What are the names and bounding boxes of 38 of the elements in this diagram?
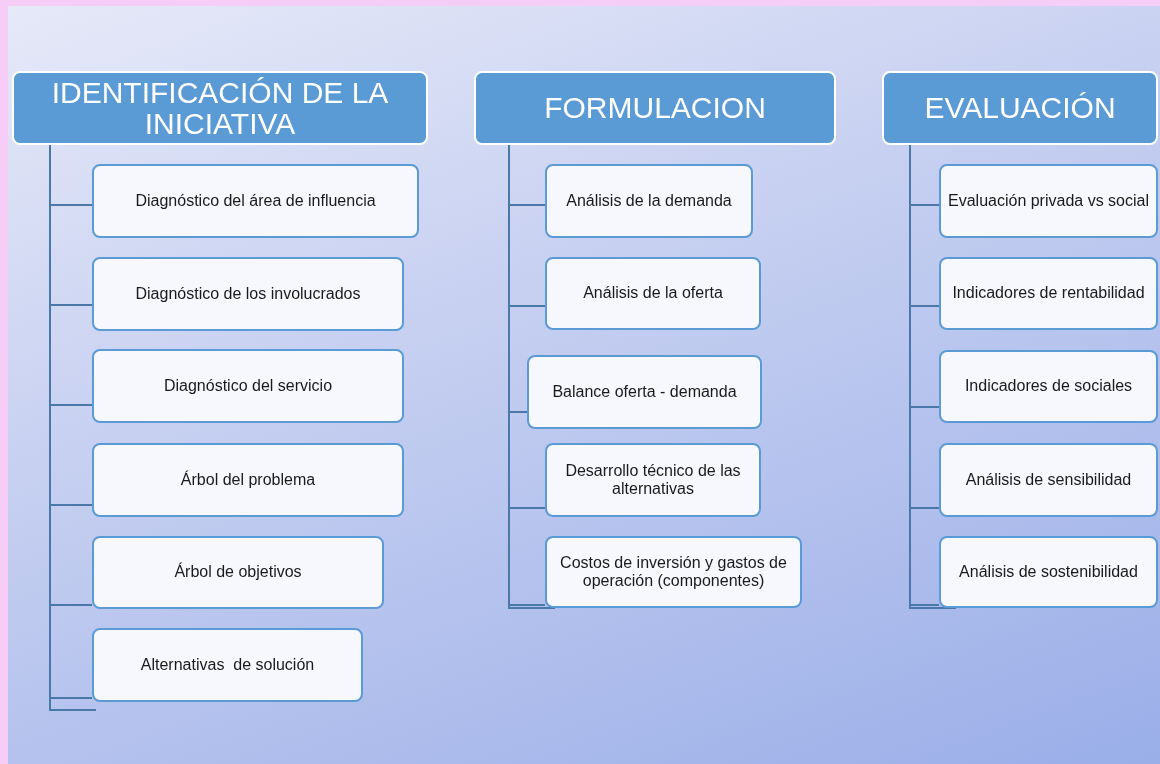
item-text: Alternativas de solución	[140, 655, 315, 675]
item-text: Balance oferta - demanda	[552, 382, 737, 402]
item-text: Costos de inversión y gastos de operación (componentes)	[559, 553, 788, 591]
phase-header	[474, 71, 836, 145]
item-box	[939, 164, 1158, 238]
item-box	[92, 257, 404, 331]
header-text: IDENTIFICACIÓN DE LA INICIATIVA	[50, 76, 390, 140]
item-box	[939, 257, 1158, 330]
header-text: EVALUACIÓN	[924, 92, 1116, 124]
item-text: Análisis de sostenibilidad	[959, 562, 1138, 582]
item-box	[939, 443, 1158, 517]
item-box	[545, 536, 802, 608]
item-box	[545, 257, 761, 330]
item-text: Análisis de sensibilidad	[965, 470, 1132, 490]
item-text: Diagnóstico de los involucrados	[135, 284, 361, 304]
item-text: Análisis de la oferta	[583, 284, 723, 303]
item-box	[545, 164, 753, 238]
item-text: Análisis de la demanda	[566, 191, 732, 211]
item-box	[545, 443, 761, 517]
phase-header	[12, 71, 428, 145]
item-text: Desarrollo técnico de las alternativas	[564, 461, 742, 499]
item-text: Indicadores de rentabilidad	[952, 284, 1145, 303]
item-text: Diagnóstico del área de influencia	[135, 191, 376, 211]
item-box	[92, 628, 363, 702]
item-box	[527, 355, 762, 429]
item-text: Diagnóstico del servicio	[163, 376, 333, 396]
item-text: Evaluación privada vs social	[948, 191, 1149, 211]
item-box	[92, 443, 404, 517]
item-text: Indicadores de sociales	[964, 377, 1133, 396]
header-text: FORMULACION	[544, 92, 766, 124]
item-box	[939, 350, 1158, 423]
item-box	[92, 536, 384, 609]
item-text: Árbol de objetivos	[174, 563, 302, 582]
item-text: Árbol del problema	[180, 470, 316, 490]
item-box	[939, 536, 1158, 608]
item-box	[92, 164, 419, 238]
phase-header	[882, 71, 1158, 145]
item-box	[92, 349, 404, 423]
